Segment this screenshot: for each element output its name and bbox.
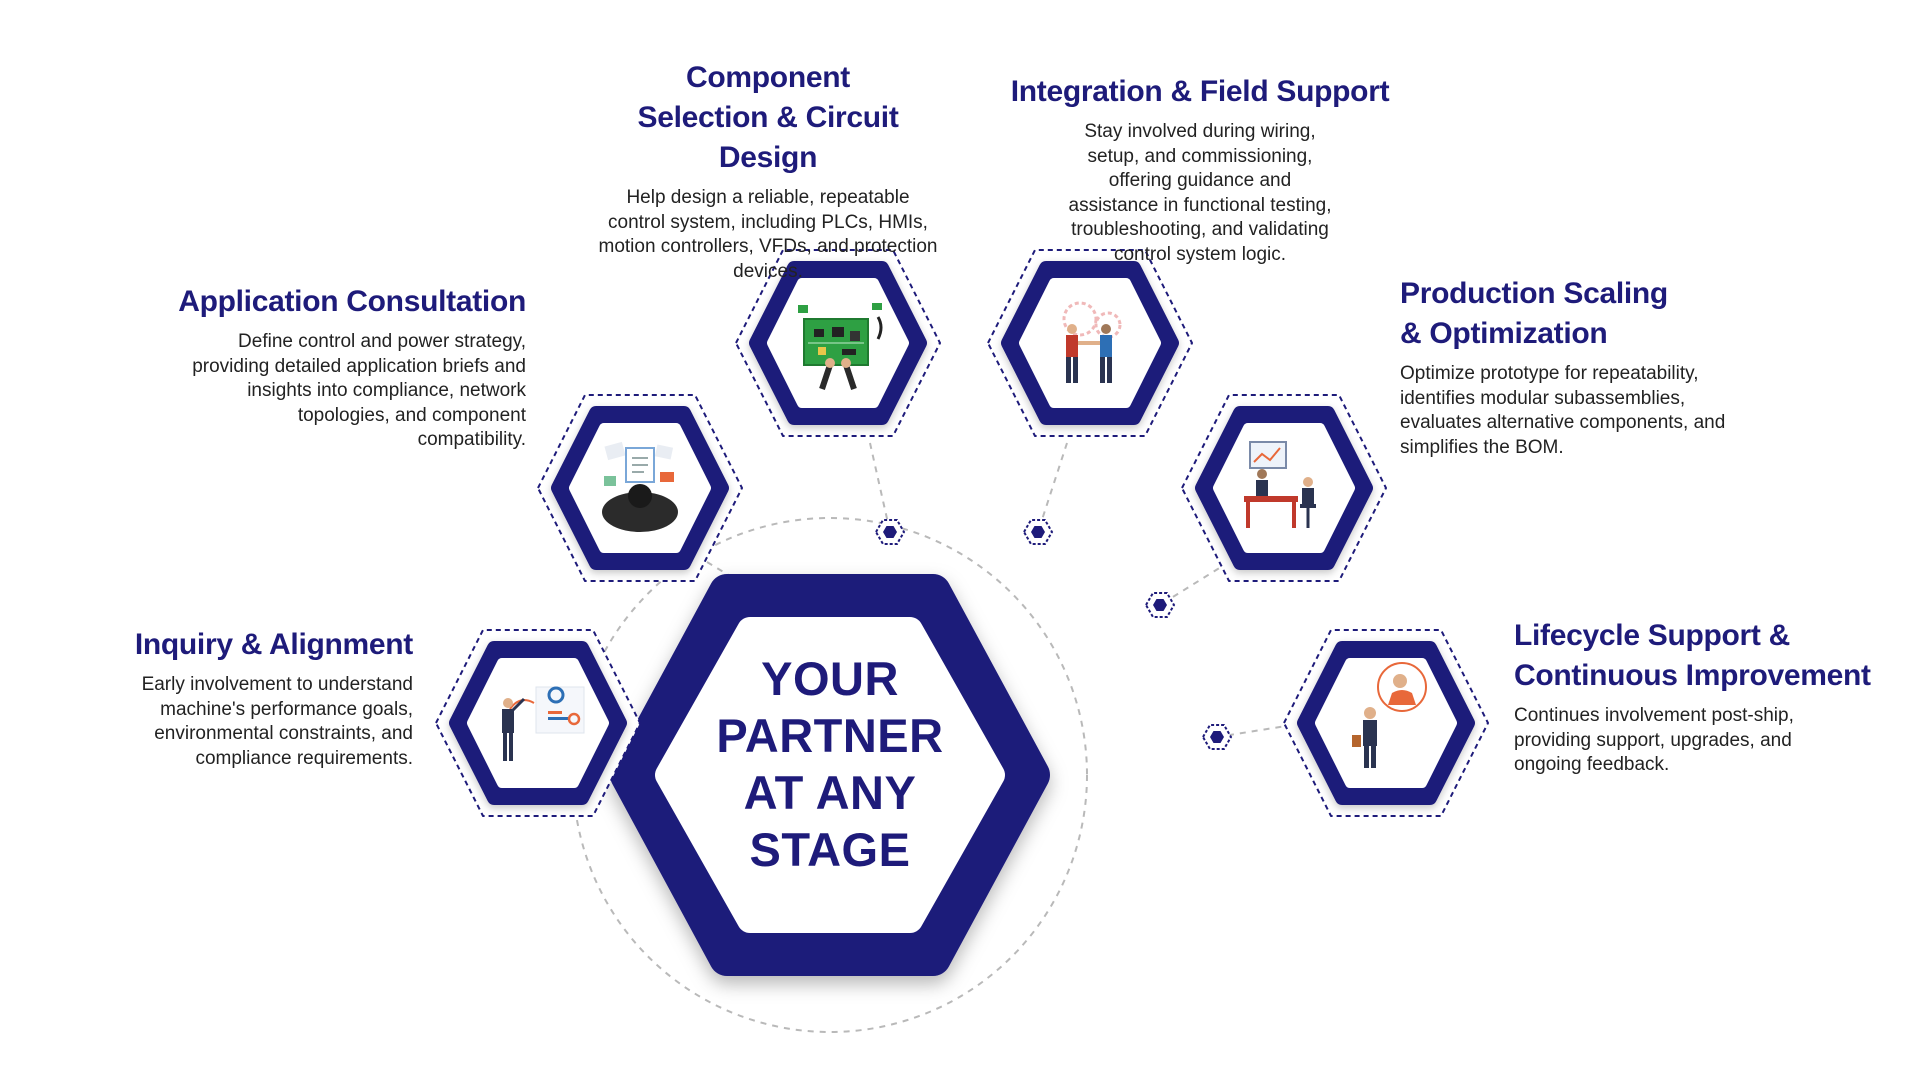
stage-hex-production — [1181, 394, 1387, 582]
stage-description: Help design a reliable, repeatable contr… — [598, 187, 938, 282]
stage-hex-component — [735, 249, 941, 437]
stage-title: Inquiry & Alignment — [134, 628, 413, 661]
stage-description: Early involvement to understand machine'… — [141, 674, 413, 769]
desk-documents-icon — [602, 441, 678, 532]
meeting-whiteboard-icon — [1244, 441, 1316, 528]
stage-hex-integration — [987, 249, 1193, 437]
node-lifecycle — [1201, 724, 1233, 750]
stage-description: Stay involved during wiring, setup, and … — [1068, 121, 1332, 265]
stage-description: Optimize prototype for repeatability, id… — [1400, 363, 1726, 458]
stage-title: Application Consultation — [178, 285, 526, 318]
stage-hex-inquiry — [435, 629, 641, 817]
stage-application: Application Consultation Define control … — [158, 282, 526, 453]
stage-title: Component Selection & Circuit Design — [637, 61, 899, 174]
circuit-board-icon — [798, 303, 883, 390]
center-line-3: AT ANY — [743, 766, 917, 819]
stage-title: Lifecycle Support & Continuous Improveme… — [1514, 619, 1871, 692]
stage-description: Continues involvement post-ship, providi… — [1514, 705, 1794, 775]
handshake-gears-icon — [1062, 301, 1122, 383]
support-call-icon — [1352, 662, 1427, 768]
presentation-chart-icon — [502, 686, 585, 761]
stage-title: Production Scaling & Optimization — [1400, 277, 1668, 350]
center-line-4: STAGE — [749, 823, 911, 876]
center-line-2: PARTNER — [716, 709, 944, 762]
center-line-1: YOUR — [761, 652, 899, 705]
center-hexagon — [610, 574, 1050, 976]
node-integration — [1022, 519, 1054, 545]
node-component — [874, 519, 906, 545]
node-production — [1144, 592, 1176, 618]
stage-description: Define control and power strategy, provi… — [192, 331, 526, 450]
stage-title: Integration & Field Support — [1010, 75, 1390, 108]
stage-component: Component Selection & Circuit Design Hel… — [598, 58, 938, 284]
stage-lifecycle: Lifecycle Support & Continuous Improveme… — [1514, 616, 1904, 778]
stage-hex-lifecycle — [1283, 629, 1489, 817]
stage-production: Production Scaling & Optimization Optimi… — [1400, 274, 1740, 460]
stage-inquiry: Inquiry & Alignment Early involvement to… — [108, 625, 413, 771]
stage-integration: Integration & Field Support Stay involve… — [990, 72, 1410, 267]
stage-hex-application — [537, 394, 743, 582]
center-label: YOUR PARTNER AT ANY STAGE — [690, 650, 970, 878]
